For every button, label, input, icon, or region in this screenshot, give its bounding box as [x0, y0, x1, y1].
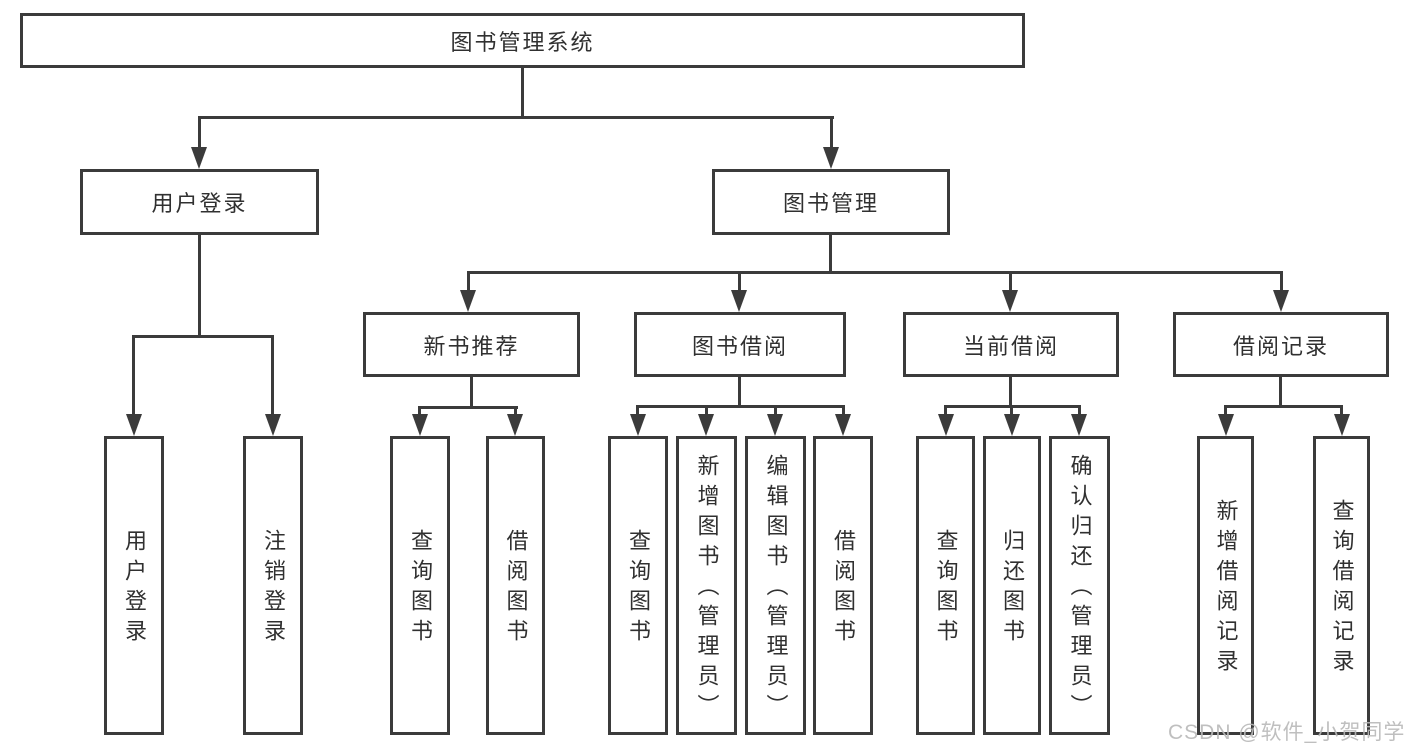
connector-line — [418, 406, 421, 414]
arrowhead-icon — [460, 290, 476, 312]
leaf-borrow-books-recommend: 借阅图书 — [486, 436, 545, 735]
connector-line — [829, 235, 832, 273]
connector-line — [1009, 377, 1012, 407]
node-book-borrow: 图书借阅 — [634, 312, 846, 377]
arrowhead-icon — [1004, 414, 1020, 436]
connector-line — [830, 116, 833, 147]
connector-line — [1224, 405, 1343, 408]
connector-line — [514, 406, 517, 414]
arrowhead-icon — [767, 414, 783, 436]
connector-line — [636, 405, 845, 408]
leaf-user-login: 用户登录 — [104, 436, 164, 735]
arrowhead-icon — [1071, 414, 1087, 436]
arrowhead-icon — [412, 414, 428, 436]
connector-line — [198, 116, 201, 147]
arrowhead-icon — [1273, 290, 1289, 312]
arrowhead-icon — [126, 414, 142, 436]
arrowhead-icon — [630, 414, 646, 436]
leaf-edit-books-admin: 编辑图书（管理员） — [745, 436, 806, 735]
leaf-query-books-current: 查询图书 — [916, 436, 975, 735]
leaf-return-books: 归还图书 — [983, 436, 1041, 735]
node-current-borrow: 当前借阅 — [903, 312, 1119, 377]
arrowhead-icon — [823, 147, 839, 169]
connector-line — [1280, 271, 1283, 290]
node-new-book-recommend: 新书推荐 — [363, 312, 580, 377]
node-book-management: 图书管理 — [712, 169, 950, 235]
connector-line — [467, 271, 470, 290]
leaf-logout: 注销登录 — [243, 436, 303, 735]
connector-line — [774, 405, 777, 414]
connector-line — [418, 406, 518, 409]
connector-line — [467, 271, 1283, 274]
connector-line — [705, 405, 708, 414]
node-borrow-records: 借阅记录 — [1173, 312, 1389, 377]
node-user-login: 用户登录 — [80, 169, 319, 235]
node-root: 图书管理系统 — [20, 13, 1025, 68]
connector-line — [271, 335, 274, 414]
leaf-confirm-return-admin: 确认归还（管理员） — [1049, 436, 1110, 735]
connector-line — [1010, 405, 1013, 414]
connector-line — [1340, 405, 1343, 414]
arrowhead-icon — [507, 414, 523, 436]
leaf-add-borrow-record: 新增借阅记录 — [1197, 436, 1254, 735]
connector-line — [521, 68, 524, 118]
arrowhead-icon — [1334, 414, 1350, 436]
connector-line — [944, 405, 947, 414]
connector-line — [1009, 271, 1012, 290]
arrowhead-icon — [938, 414, 954, 436]
arrowhead-icon — [1218, 414, 1234, 436]
leaf-query-books-recommend: 查询图书 — [390, 436, 450, 735]
connector-line — [636, 405, 639, 414]
connector-line — [738, 377, 741, 407]
arrowhead-icon — [265, 414, 281, 436]
leaf-borrow-books: 借阅图书 — [813, 436, 873, 735]
connector-line — [1078, 405, 1081, 414]
connector-line — [842, 405, 845, 414]
arrowhead-icon — [835, 414, 851, 436]
connector-line — [198, 116, 834, 119]
arrowhead-icon — [698, 414, 714, 436]
arrowhead-icon — [731, 290, 747, 312]
leaf-query-borrow-record: 查询借阅记录 — [1313, 436, 1370, 735]
connector-line — [198, 235, 201, 337]
connector-line — [1224, 405, 1227, 414]
arrowhead-icon — [191, 147, 207, 169]
connector-line — [470, 377, 473, 408]
leaf-query-books-borrow: 查询图书 — [608, 436, 668, 735]
connector-line — [132, 335, 274, 338]
connector-line — [132, 335, 135, 414]
leaf-add-books-admin: 新增图书（管理员） — [676, 436, 737, 735]
arrowhead-icon — [1002, 290, 1018, 312]
connector-line — [1279, 377, 1282, 407]
csdn-watermark: CSDN @软件_小贺同学 — [1168, 721, 1405, 744]
connector-line — [738, 271, 741, 290]
